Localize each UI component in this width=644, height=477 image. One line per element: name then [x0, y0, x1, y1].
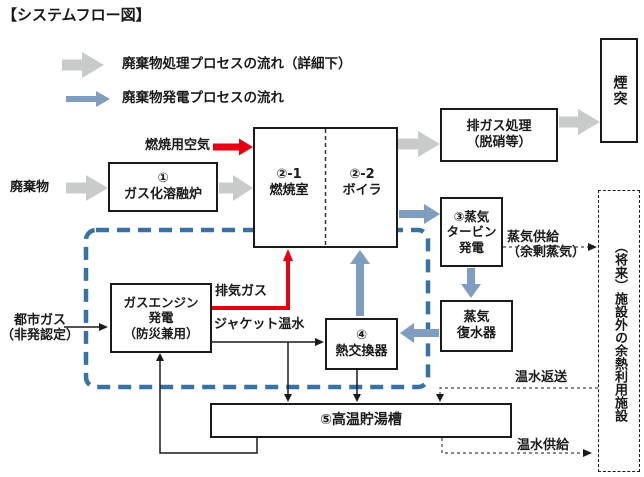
node-gas-engine: ガスエンジン 発電 （防災兼用）	[110, 283, 212, 353]
hot-water-return-arrowhead-icon	[436, 394, 444, 402]
node-gasification-furnace: ① ガス化溶融炉	[108, 162, 218, 212]
hot-water-return-line	[439, 387, 598, 395]
node-exhaust-gas-treatment: 排ガス処理 （脱硝等）	[440, 108, 558, 162]
legend-blue-arrow-icon	[66, 91, 110, 107]
node-combustion-chamber-label: ②-1 燃焼室	[269, 167, 309, 198]
jacket-hot-water-label: ジャケット温水	[214, 317, 305, 332]
hot-water-supply-label: 温水供給	[517, 438, 570, 453]
legend-power-process-label: 廃棄物発電プロセスの流れ	[122, 90, 284, 106]
node-chimney: 煙突	[600, 38, 638, 143]
legend-waste-process-label: 廃棄物処理プロセスの流れ（詳細下）	[122, 56, 352, 72]
hot-water-supply-arrowhead-icon	[583, 449, 592, 457]
jacket-water-arrowhead-icon	[315, 338, 324, 346]
page-title: 【システムフロー図】	[2, 6, 151, 24]
city-gas-label: 都市ガス （非発認定）	[0, 313, 79, 343]
jacket-branch-arrowhead-icon	[284, 394, 292, 402]
arrow-furnace-to-combustion-icon	[219, 175, 253, 201]
arrow-turbine-to-condenser-icon	[461, 268, 481, 298]
exhaust-gas-label: 排気ガス	[215, 284, 268, 299]
tank-return-arrowhead-icon	[156, 353, 164, 361]
steam-supply-label: 蒸気供給 （余剰蒸気）	[507, 230, 586, 260]
arrow-waste-to-furnace-icon	[66, 175, 108, 201]
node-boiler-label: ②-2 ボイラ	[342, 167, 382, 198]
combustion-air-label: 燃焼用空気	[145, 138, 211, 153]
arrow-combustion-to-gastreatment-icon	[398, 131, 440, 157]
waste-label: 廃棄物	[10, 180, 50, 195]
exhaust-gas-line	[212, 256, 290, 310]
arrow-condenser-to-heatexchanger-icon	[400, 323, 439, 343]
arrow-boiler-to-turbine-icon	[399, 204, 440, 224]
city-gas-arrowhead-icon	[99, 323, 108, 331]
exhaust-gas-arrowhead-icon	[283, 249, 293, 261]
arrow-heatexchanger-to-boiler-icon	[350, 250, 370, 316]
arrow-gastreatment-to-chimney-icon	[559, 109, 600, 135]
arrow-combustion-air-icon	[213, 138, 253, 156]
steam-supply-arrowhead-icon	[588, 243, 597, 251]
node-future-facility: （将来）施設外の余熱利用施設	[598, 190, 640, 472]
node-steam-condenser: 蒸気 復水器	[440, 300, 513, 352]
node-hot-water-tank: ⑤高温貯湯槽	[210, 403, 512, 438]
legend-gray-arrow-icon	[62, 52, 104, 78]
node-heat-exchanger: ④ 熱交換器	[325, 318, 398, 370]
node-steam-turbine: ③蒸気 タービン 発電	[440, 197, 503, 267]
hot-water-return-label: 温水返送	[515, 370, 568, 385]
heatexchanger-tank-arrowhead-icon	[353, 394, 361, 402]
